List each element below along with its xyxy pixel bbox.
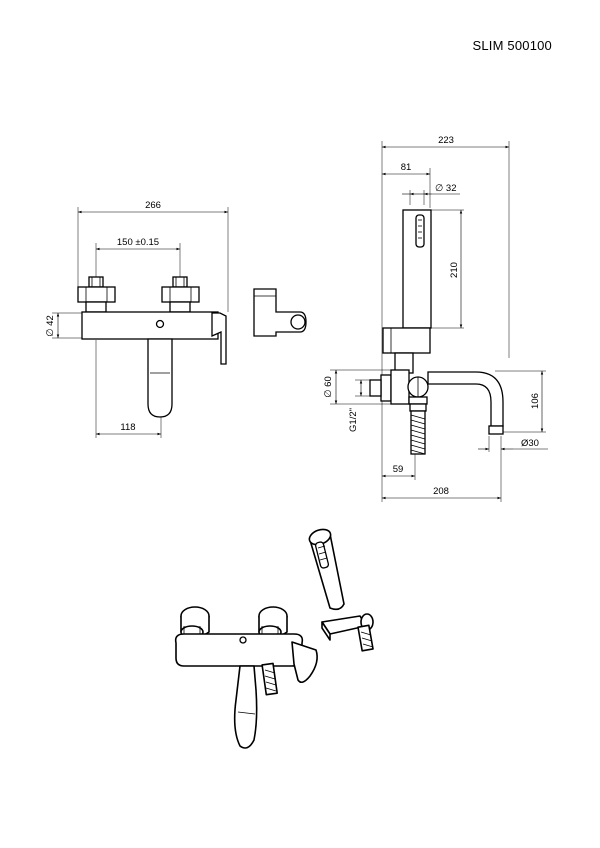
dim-spout-diameter: Ø30 <box>521 438 539 449</box>
dim-diameter: ∅ 42 <box>45 315 56 336</box>
dim-thread: G1/2" <box>348 408 359 432</box>
side-view: 223 81 ∅ 32 210 ∅ 60 G1/2" 106 Ø30 59 20… <box>323 135 548 502</box>
dim-spout-reach: 208 <box>433 486 449 497</box>
dim-depth: 223 <box>438 135 454 146</box>
dim-connection-diameter: ∅ 60 <box>323 376 334 397</box>
dim-handle-diameter: ∅ 32 <box>435 183 456 194</box>
dim-spacing: 150 ±0.15 <box>117 237 159 248</box>
dim-shower-offset: 81 <box>401 162 412 173</box>
product-title: SLIM 500100 <box>472 38 552 53</box>
dim-spout-offset: 118 <box>120 422 135 433</box>
isometric-view <box>174 528 374 749</box>
dim-handle-length: 210 <box>449 262 460 278</box>
front-view: 266 150 ±0.15 ∅ 42 118 <box>45 200 307 438</box>
dim-width: 266 <box>145 200 161 211</box>
dim-wall-offset: 59 <box>393 464 404 475</box>
dim-spout-height: 106 <box>530 393 541 409</box>
